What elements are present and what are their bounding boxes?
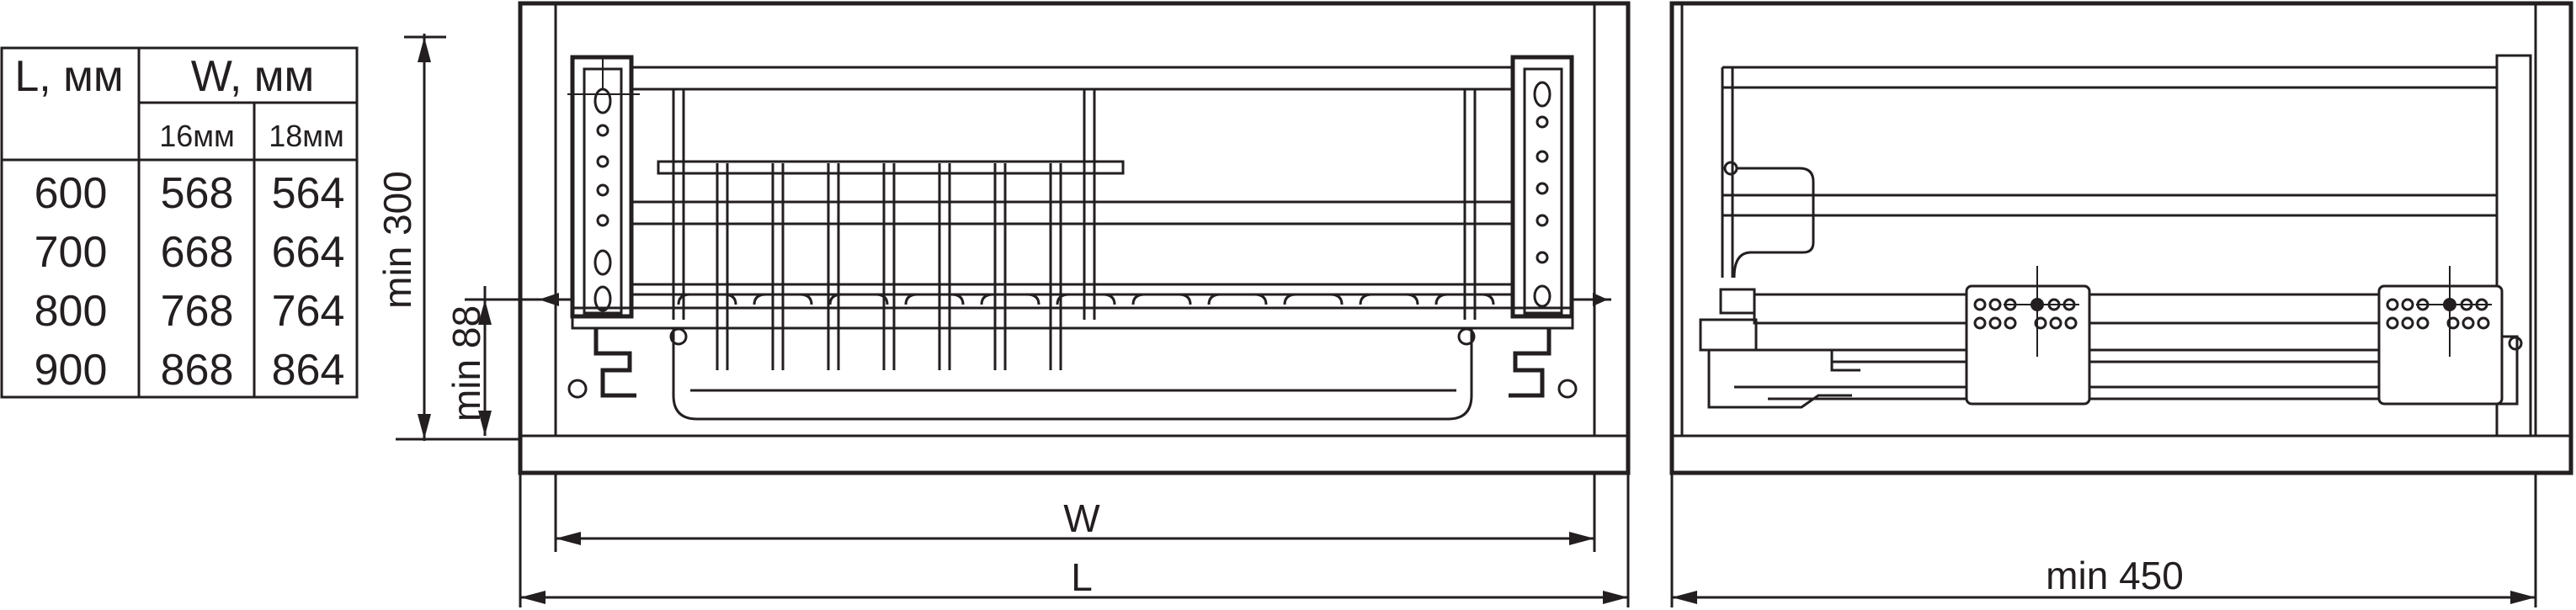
middle-rail	[630, 200, 1515, 225]
mount-hole	[596, 124, 609, 137]
table-cell-w16: 868	[161, 346, 234, 395]
bracket-left-plate	[583, 67, 623, 315]
front-panel	[2495, 54, 2532, 438]
table-cell-w16: 568	[161, 169, 234, 218]
dim-arrow	[478, 411, 492, 436]
table-cell-w16: 768	[161, 287, 234, 336]
dim-arrow	[478, 300, 492, 325]
table-cell-w16: 668	[161, 228, 234, 277]
front-screw	[2508, 336, 2523, 351]
table-cell-l: 700	[35, 228, 108, 277]
table-cell-l: 600	[35, 169, 108, 218]
dim-outer-width-label: L	[1071, 555, 1093, 599]
arrow-left-head	[539, 293, 559, 306]
dim-arrow	[1672, 591, 1697, 604]
dim-arrow	[520, 591, 546, 604]
lower-runner	[1707, 350, 1852, 409]
dim-inner-width-label: W	[1063, 496, 1100, 540]
bracket-left	[570, 55, 634, 319]
rear-clip	[1719, 288, 1756, 315]
rear-stop	[1699, 318, 1758, 352]
slot-hole	[593, 285, 612, 312]
plate-holder-bar	[657, 160, 1125, 175]
table-border	[0, 46, 359, 399]
table-cell-l: 800	[35, 287, 108, 336]
mount-hole	[1535, 150, 1549, 163]
block-holes-front	[2386, 298, 2490, 330]
dim-arrow	[556, 532, 581, 545]
mount-hole	[1535, 115, 1549, 129]
slot-hole	[1533, 284, 1551, 308]
drip-tray	[672, 328, 1473, 421]
dim-bottom-gap-label: min 88	[444, 305, 488, 422]
hook-left	[669, 327, 688, 346]
bracket-right	[1510, 55, 1574, 319]
dim-height-label: min 300	[375, 171, 419, 309]
side-post-right	[1463, 89, 1477, 320]
center-post	[1083, 89, 1096, 320]
front-view: min 300 min 88 W L	[375, 1, 1631, 607]
table-cell-w18: 764	[272, 287, 345, 336]
dim-arrow	[418, 37, 431, 62]
header-width: W, мм	[191, 52, 315, 101]
runner-bend	[1830, 350, 1860, 372]
mount-hole	[596, 155, 609, 168]
table-cell-w18: 664	[272, 228, 345, 277]
mount-hole	[1535, 214, 1549, 227]
hook-right	[1457, 327, 1476, 346]
upper-rail	[630, 66, 1515, 91]
front-clip	[2497, 335, 2519, 406]
mount-hole	[596, 183, 609, 197]
block-holes-rear	[1973, 298, 2078, 330]
dim-arrow	[1569, 532, 1594, 545]
table-cell-w18: 864	[272, 346, 345, 395]
soft-close-block-rear	[1965, 284, 2091, 406]
subheader-16mm: 16мм	[159, 119, 235, 153]
dim-arrow	[418, 414, 431, 439]
center-point	[2030, 298, 2044, 311]
mount-hole	[596, 214, 609, 227]
dim-arrow	[2510, 591, 2536, 604]
wheel-right	[1557, 379, 1578, 399]
center-point	[2443, 298, 2456, 311]
arrow-right-head	[1593, 293, 1608, 306]
slot-hole	[1533, 81, 1551, 108]
pivot-point	[1723, 161, 1738, 176]
dim-depth-label: min 450	[2046, 554, 2184, 597]
subheader-18mm: 18мм	[269, 119, 344, 153]
base-tray	[571, 306, 1574, 330]
header-length: L, мм	[14, 52, 123, 101]
side-post-left	[672, 89, 685, 320]
soft-close-block-front	[2377, 284, 2504, 406]
table-cell-l: 900	[35, 346, 108, 395]
cabinet-side-outline	[1669, 1, 2573, 475]
cabinet-outline	[518, 1, 1631, 475]
mount-hole	[1535, 182, 1549, 195]
table-cell-w18: 564	[272, 169, 345, 218]
slot-hole	[593, 88, 612, 114]
runner-left	[593, 328, 636, 398]
side-view: min 450	[1669, 1, 2573, 607]
size-table: L, мм W, мм 16мм 18мм 600 568 564 700 66…	[0, 46, 359, 399]
support-wire	[1732, 167, 1815, 278]
wheel-left	[567, 379, 588, 399]
runner-right	[1509, 328, 1551, 398]
dish-rods	[716, 163, 1062, 370]
dim-arrow	[1603, 591, 1628, 604]
bracket-right-plate	[1523, 67, 1563, 315]
tray-bumps	[677, 293, 1495, 305]
mount-hole	[1535, 251, 1549, 264]
slot-hole	[593, 249, 612, 276]
